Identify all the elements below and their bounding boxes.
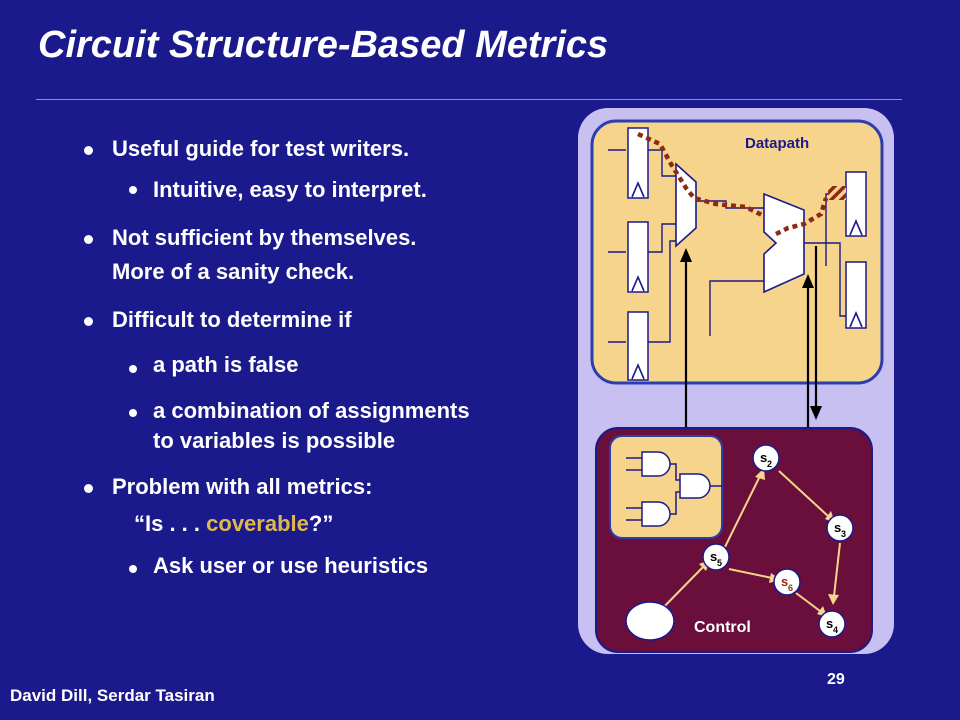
bullet-problem: Problem with all metrics: (112, 474, 373, 499)
bullet-dot (84, 146, 93, 155)
state-s5-letter: s (710, 549, 717, 564)
coverable-quote: “Is . . . coverable?” (134, 511, 333, 537)
bullet-useful-guide: Useful guide for test writers. (112, 136, 410, 161)
bullet-dot (84, 317, 93, 326)
control-label: Control (694, 619, 751, 636)
bullet-dot (129, 186, 137, 194)
state-s4 (818, 610, 846, 638)
control-logic-box (609, 435, 723, 539)
register-1 (627, 127, 649, 199)
state-s6-letter: s (781, 574, 788, 589)
datapath-panel (590, 119, 884, 385)
bullet-combination-cont: to variables is possible (153, 428, 396, 453)
quote-open: “Is . . . (134, 511, 207, 536)
state-s4-letter: s (826, 616, 833, 631)
bullet-difficult: Difficult to determine if (112, 307, 352, 332)
state-s2-letter: s (760, 450, 767, 465)
bullet-sanity-check: More of a sanity check. (112, 259, 355, 284)
bullet-dot (84, 235, 93, 244)
state-s2 (752, 444, 780, 472)
register-2 (627, 221, 649, 293)
state-s2-index: 2 (767, 459, 772, 469)
circuit-figure: Datapath (578, 108, 894, 654)
bullet-dot (129, 565, 137, 573)
register-3 (627, 311, 649, 381)
state-s6-index: 6 (788, 583, 793, 593)
bullet-intuitive: Intuitive, easy to interpret. (153, 177, 427, 202)
bullet-dot (129, 365, 137, 373)
reset-state (625, 601, 675, 641)
state-s6 (773, 568, 801, 596)
bullet-not-sufficient: Not sufficient by themselves. (112, 225, 417, 250)
hatched-register-input (828, 186, 846, 200)
and-gate-bottom (641, 501, 671, 527)
state-s3-letter: s (834, 520, 841, 535)
alu (763, 192, 805, 294)
quote-close: ?” (308, 511, 334, 536)
datapath-label: Datapath (745, 135, 809, 152)
register-4 (845, 171, 867, 237)
state-s4-index: 4 (833, 625, 838, 635)
quote-coverable-word: coverable (206, 511, 309, 536)
state-s5-index: 5 (717, 558, 722, 568)
bullet-dot (129, 409, 137, 417)
bullet-path-false: a path is false (153, 352, 299, 377)
title-divider (36, 99, 902, 100)
page-number: 29 (827, 671, 845, 688)
bullet-dot (84, 484, 93, 493)
state-s3 (826, 514, 854, 542)
state-s5 (702, 543, 730, 571)
register-5 (845, 261, 867, 329)
mux (675, 162, 697, 248)
bullet-combination: a combination of assignments (153, 398, 470, 423)
and-gate-top (641, 451, 671, 477)
footer-authors: David Dill, Serdar Tasiran (10, 686, 215, 705)
slide-title: Circuit Structure-Based Metrics (38, 24, 609, 66)
state-s3-index: 3 (841, 529, 846, 539)
bullet-ask-user: Ask user or use heuristics (153, 553, 429, 578)
and-gate-right (679, 473, 711, 499)
